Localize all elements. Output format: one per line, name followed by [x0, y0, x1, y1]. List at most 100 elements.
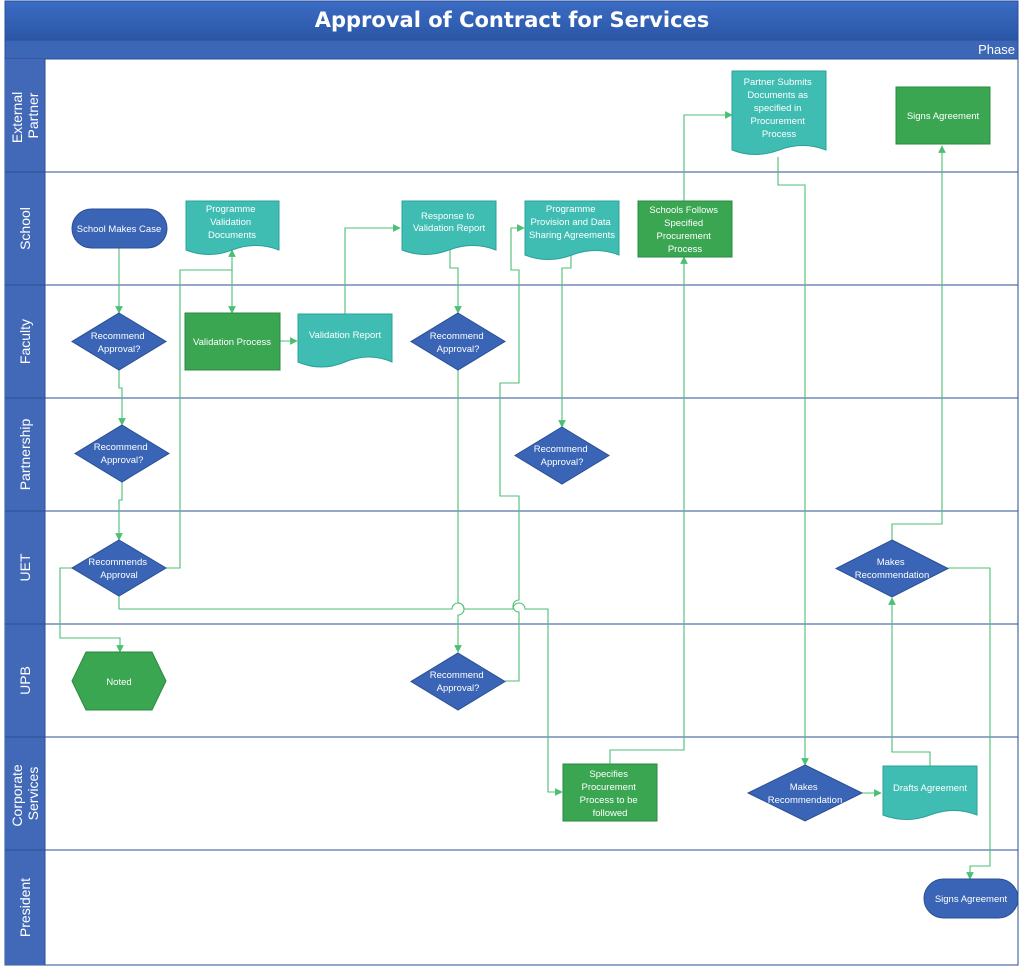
node-label-line2: Recommendation [768, 795, 842, 806]
lane-header-school [5, 172, 45, 285]
node-label-line2: Recommendation [855, 570, 929, 581]
uet-recommends-approval-node: Recommends Approval [71, 539, 167, 597]
terminator-shape [71, 208, 168, 249]
president-signs-agreement-node: Signs Agreement [923, 878, 1019, 919]
node-label-line1: Schools Follows [649, 205, 718, 216]
process-shape [562, 763, 658, 822]
connector [118, 370, 126, 426]
schools-follows-procurement-node: Schools Follows Specified Procurement Pr… [637, 200, 733, 258]
school-makes-case-node: School Makes Case [71, 208, 168, 249]
lane-header-corporate [5, 737, 45, 850]
partnership-recommend-approval-2-node: Recommend Approval? [514, 426, 610, 485]
node-label-line2: Approval? [101, 455, 144, 466]
node-label-line5: Process [762, 129, 797, 140]
connector [888, 597, 931, 766]
faculty-recommend-approval-2-node: Recommend Approval? [410, 312, 506, 371]
node-label-line3: Procurement [656, 231, 711, 242]
node-label: Programme Provision and Data Sharing Agr… [529, 204, 615, 241]
phase-label: Phase [978, 42, 1015, 57]
decision-shape [514, 426, 610, 485]
node-label: Recommend Approval? [430, 670, 487, 694]
lane-header-faculty [5, 285, 45, 398]
flowchart-shapes: School Makes Case Programme Validation D… [71, 70, 1019, 919]
node-label-line2: Approval? [437, 344, 480, 355]
node-label: Recommend Approval? [534, 444, 591, 468]
node-label-line2: Approval? [437, 683, 480, 694]
decision-shape [71, 312, 167, 371]
document-shape [297, 313, 393, 368]
decision-shape [71, 539, 167, 597]
connector [777, 157, 809, 766]
lane-label-external-line2: Partner [25, 92, 41, 138]
lane-header-partnership [5, 398, 45, 511]
node-label-line2: Provision and Data [531, 217, 612, 228]
lane-label-external-line1: External [9, 92, 25, 143]
node-label-line2: Approval? [541, 457, 584, 468]
lane-label-upb: UPB [17, 666, 33, 695]
validation-report-node: Validation Report [297, 313, 393, 368]
lane-label-corporate-line2: Services [25, 767, 41, 821]
lane-label-school: School [17, 207, 33, 250]
node-label-line2: Specified [664, 218, 703, 229]
lane-header-external [5, 59, 45, 172]
node-label-line2: Procurement [581, 782, 636, 793]
node-label-line2: Validation [210, 217, 251, 228]
connector [115, 482, 123, 541]
decision-shape [410, 312, 506, 371]
node-label-line4: Procurement [750, 116, 805, 127]
connector [683, 111, 733, 201]
title-bar [4, 0, 1019, 41]
node-label: Noted [106, 677, 131, 688]
lane-label-partnership: Partnership [17, 418, 33, 490]
node-label: Specifies Procurement Process to be foll… [580, 769, 641, 819]
document-shape [731, 70, 827, 155]
connector [344, 224, 401, 316]
document-shape [401, 200, 497, 255]
node-label: Makes Recommendation [768, 782, 842, 806]
noted-node: Noted [71, 651, 167, 711]
connector [558, 255, 572, 428]
validation-process-node: Validation Process [184, 312, 281, 371]
lane-label-president: President [17, 878, 33, 937]
node-label: Makes Recommendation [855, 557, 929, 581]
node-label: Recommend Approval? [94, 442, 151, 466]
node-label-line3: Sharing Agreements [529, 230, 615, 241]
node-label: Recommends Approval [88, 557, 149, 581]
lane-label-external: External Partner [9, 88, 41, 143]
connector [499, 224, 525, 682]
specifies-procurement-process-node: Specifies Procurement Process to be foll… [562, 763, 658, 822]
process-shape [184, 312, 281, 371]
faculty-recommend-approval-1-node: Recommend Approval? [71, 312, 167, 371]
node-label-line2: Validation Report [413, 223, 486, 234]
document-shape [882, 765, 978, 820]
node-label: Signs Agreement [935, 894, 1008, 905]
lane-header-uet [5, 511, 45, 624]
preparation-shape [71, 651, 167, 711]
programme-provision-agreements-node: Programme Provision and Data Sharing Agr… [524, 200, 620, 260]
upb-recommend-approval-node: Recommend Approval? [410, 652, 506, 711]
node-label-line1: Specifies [589, 769, 628, 780]
response-to-validation-report-node: Response to Validation Report [401, 200, 497, 255]
node-label: Partner Submits Documents as specified i… [744, 77, 815, 140]
uet-makes-recommendation-node: Makes Recommendation [834, 539, 950, 598]
decision-shape [74, 424, 170, 483]
node-label-line4: followed [593, 808, 628, 819]
connector [891, 145, 946, 540]
process-shape [637, 200, 733, 258]
connector [59, 567, 124, 653]
lanes-frame [4, 58, 1019, 966]
process-shape [895, 86, 991, 145]
lane-label-uet: UET [17, 553, 33, 581]
connector [118, 596, 563, 796]
node-label-line3: specified in [754, 103, 802, 114]
connector [449, 250, 462, 314]
node-label: Schools Follows Specified Procurement Pr… [649, 205, 720, 255]
lane-label-corporate: Corporate Services [9, 760, 41, 826]
corporate-makes-recommendation-node: Makes Recommendation [746, 764, 864, 822]
node-label: Programme Validation Documents [206, 204, 258, 241]
node-label-line1: Programme [206, 204, 256, 215]
node-label-line1: Recommend [534, 444, 588, 455]
node-label: School Makes Case [77, 224, 161, 235]
lane-label-faculty: Faculty [17, 319, 33, 364]
node-label-line1: Recommend [430, 331, 484, 342]
